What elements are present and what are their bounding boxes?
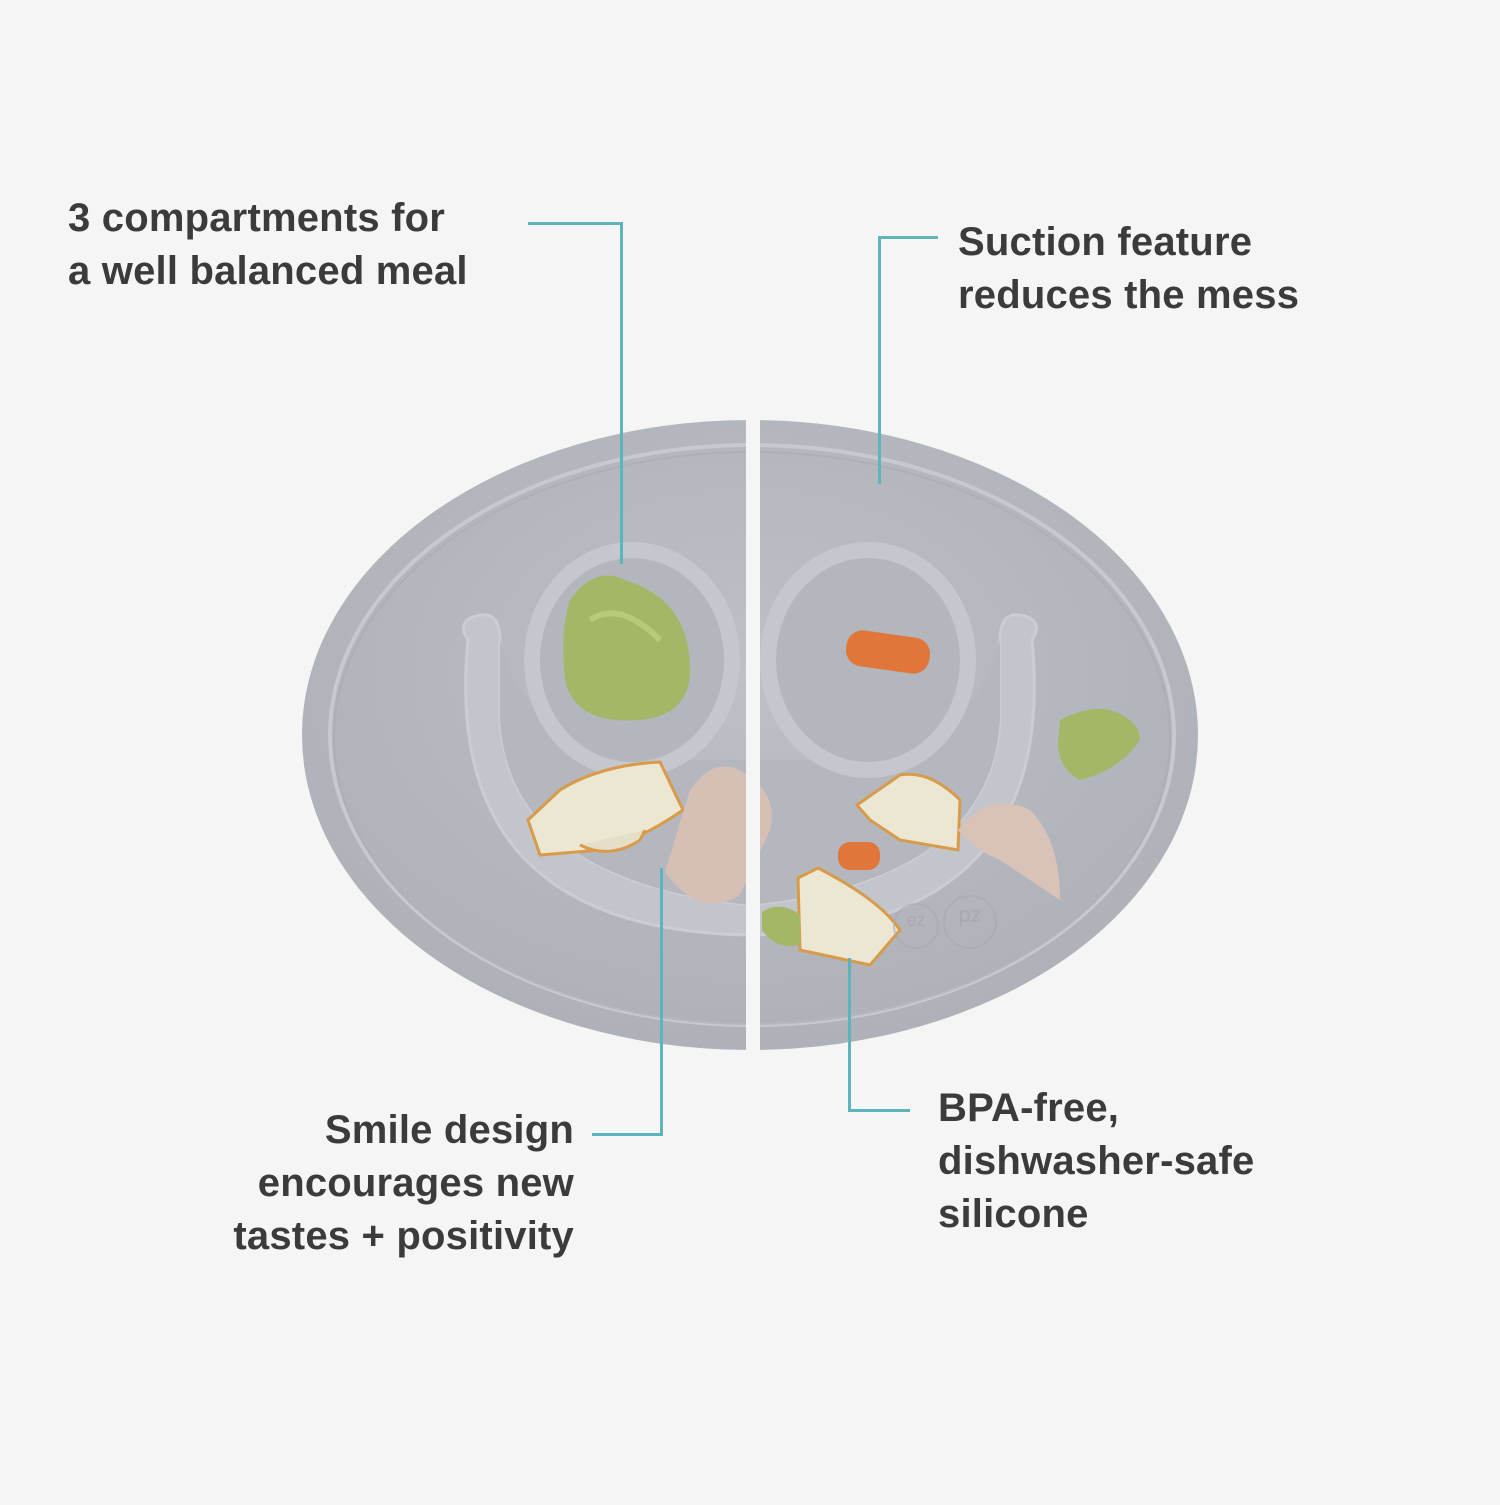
callout-compartments-line-2: a well balanced meal [68,249,468,293]
callout-smile: Smile design encourages new tastes + pos… [233,1104,574,1263]
callout-line-compartments-h [528,222,623,225]
callout-material: BPA-free, dishwasher-safe silicone [938,1082,1254,1241]
callout-line-suction-h [878,236,938,239]
callout-smile-line-1: Smile design [324,1108,574,1152]
callout-material-line-1: BPA-free, [938,1086,1120,1130]
food-turkey [665,766,772,904]
svg-text:pz: pz [958,902,981,927]
callout-smile-line-2: encourages new [257,1161,574,1205]
callout-compartments: 3 compartments for a well balanced meal [68,192,468,298]
food-carrot [845,630,931,674]
callout-line-suction-v [878,236,881,484]
split-divider [746,415,760,1055]
callout-material-line-3: silicone [938,1192,1089,1236]
callout-compartments-line-1: 3 compartments for [68,196,446,240]
brand-logo-embossed: ez pz [893,895,997,949]
callout-line-smile-h [592,1133,663,1136]
callout-line-material-h [848,1109,910,1112]
callout-line-material-v [848,958,851,1112]
food-avocado [563,575,690,721]
callout-suction-line-1: Suction feature [958,220,1253,264]
callout-smile-line-3: tastes + positivity [233,1214,574,1258]
callout-suction-line-2: reduces the mess [958,273,1300,317]
callout-line-compartments-v [620,222,623,564]
callout-material-line-2: dishwasher-safe [938,1139,1255,1183]
callout-line-smile-v [660,868,663,1136]
svg-text:ez: ez [906,910,925,930]
callout-suction: Suction feature reduces the mess [958,216,1299,322]
